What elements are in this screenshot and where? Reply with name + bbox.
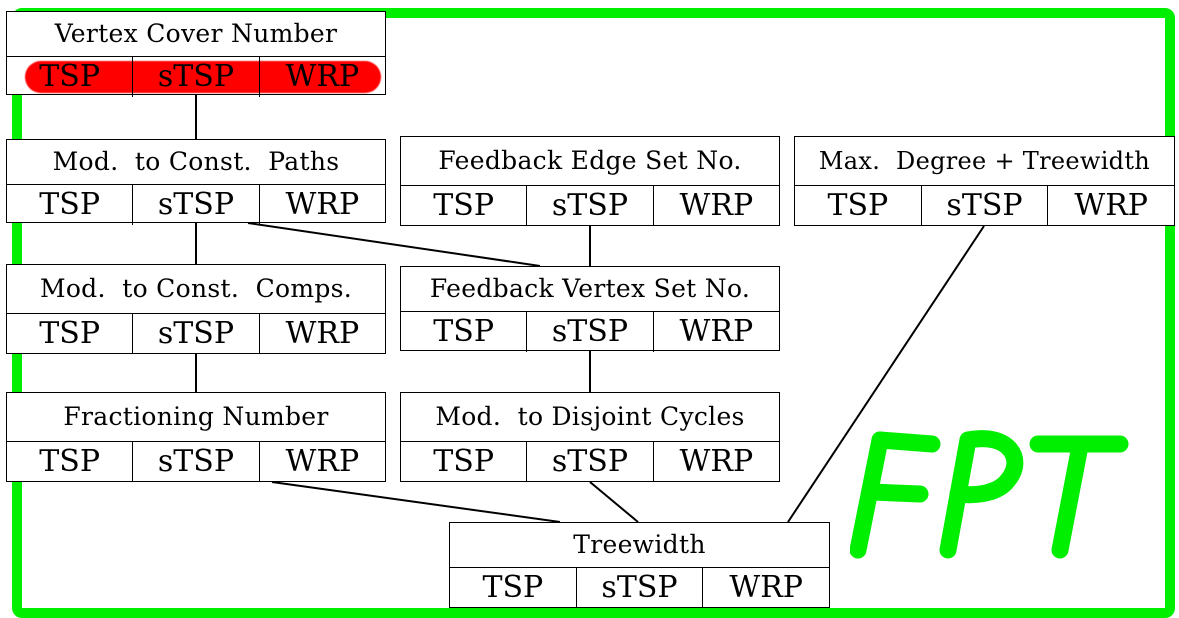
cell-stsp: sTSP — [133, 57, 260, 97]
problem-row-highlighted: TSP sTSP WRP — [7, 57, 385, 97]
param-title: Vertex Cover Number — [7, 12, 385, 57]
cell-stsp: sTSP — [527, 186, 654, 226]
cell-wrp: WRP — [285, 187, 360, 222]
cell-tsp: TSP — [7, 314, 134, 354]
cell-tsp: TSP — [795, 186, 922, 226]
cell-wrp: WRP — [679, 444, 754, 479]
param-mod-disjoint-cycles: Mod. to Disjoint Cycles TSP sTSP WRP — [400, 392, 780, 482]
param-title: Max. Degree + Treewidth — [795, 137, 1174, 186]
cell-wrp: WRP — [729, 570, 803, 605]
param-title: Feedback Vertex Set No. — [401, 267, 779, 312]
cell-wrp: WRP — [1074, 188, 1148, 223]
cell-wrp: WRP — [285, 59, 360, 94]
cell-wrp: WRP — [679, 314, 754, 349]
problem-row: TSP sTSP WRP — [7, 185, 385, 225]
cell-stsp: sTSP — [922, 186, 1049, 226]
cell-stsp: sTSP — [527, 442, 654, 482]
param-title: Fractioning Number — [7, 393, 385, 442]
problem-row: TSP sTSP WRP — [7, 442, 385, 482]
param-title: Treewidth — [450, 523, 829, 568]
cell-wrp: WRP — [285, 316, 360, 351]
problem-row: TSP sTSP WRP — [795, 186, 1174, 226]
param-title: Feedback Edge Set No. — [401, 137, 779, 186]
param-title: Mod. to Const. Paths — [7, 140, 385, 185]
param-feedback-edge-set: Feedback Edge Set No. TSP sTSP WRP — [400, 136, 780, 226]
cell-tsp: TSP — [7, 57, 134, 97]
cell-wrp: WRP — [679, 188, 754, 223]
param-fractioning-number: Fractioning Number TSP sTSP WRP — [6, 392, 386, 482]
cell-wrp: WRP — [285, 444, 360, 479]
cell-stsp: sTSP — [133, 314, 260, 354]
param-max-degree-treewidth: Max. Degree + Treewidth TSP sTSP WRP — [794, 136, 1175, 226]
edge-mdc-tw — [589, 481, 639, 523]
edge-fn-tw — [271, 481, 561, 523]
param-title: Mod. to Disjoint Cycles — [401, 393, 779, 442]
param-vertex-cover: Vertex Cover Number TSP sTSP WRP — [6, 11, 386, 97]
cell-tsp: TSP — [7, 185, 134, 225]
fpt-lettering — [849, 430, 1129, 559]
cell-tsp: TSP — [401, 186, 528, 226]
problem-row: TSP sTSP WRP — [401, 186, 779, 226]
cell-stsp: sTSP — [527, 312, 654, 352]
param-title: Mod. to Const. Comps. — [7, 265, 385, 314]
param-mod-const-paths: Mod. to Const. Paths TSP sTSP WRP — [6, 139, 386, 225]
cell-tsp: TSP — [450, 568, 577, 608]
problem-row: TSP sTSP WRP — [401, 442, 779, 482]
edge-mdt-tw — [787, 225, 985, 523]
cell-stsp: sTSP — [133, 185, 260, 225]
edge-mcp-fvs — [247, 222, 541, 267]
cell-stsp: sTSP — [577, 568, 704, 608]
fpt-label: FPT — [849, 410, 1130, 570]
cell-stsp: sTSP — [133, 442, 260, 482]
param-feedback-vertex-set: Feedback Vertex Set No. TSP sTSP WRP — [400, 266, 780, 352]
cell-tsp: TSP — [401, 312, 528, 352]
param-treewidth: Treewidth TSP sTSP WRP — [449, 522, 830, 608]
problem-row: TSP sTSP WRP — [401, 312, 779, 352]
cell-tsp: TSP — [7, 442, 134, 482]
problem-row: TSP sTSP WRP — [7, 314, 385, 354]
param-mod-const-comps: Mod. to Const. Comps. TSP sTSP WRP — [6, 264, 386, 354]
cell-tsp: TSP — [401, 442, 528, 482]
problem-row: TSP sTSP WRP — [450, 568, 829, 608]
